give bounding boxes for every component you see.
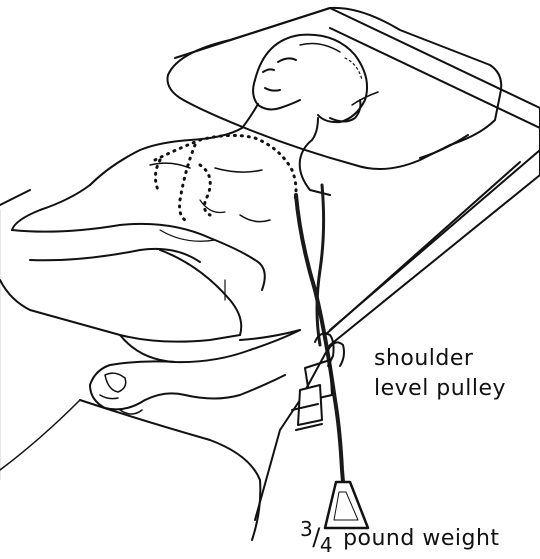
pulley-label-line1: shoulder [374,344,506,374]
patient-head [253,35,378,122]
traction-cord [296,185,343,482]
weight-fraction-numerator: 3 [300,517,313,541]
bed-mattress [0,8,540,520]
blanket [0,224,300,540]
pulley-label-line2: level pulley [374,374,506,404]
patient-torso [12,104,330,300]
weight-fraction-denominator: 4 [320,533,333,557]
weight-label-text: pound weight [343,526,499,551]
surgical-markings [155,135,296,220]
pillow [168,8,502,169]
shoulder-pulley-label: shoulder level pulley [374,344,506,404]
